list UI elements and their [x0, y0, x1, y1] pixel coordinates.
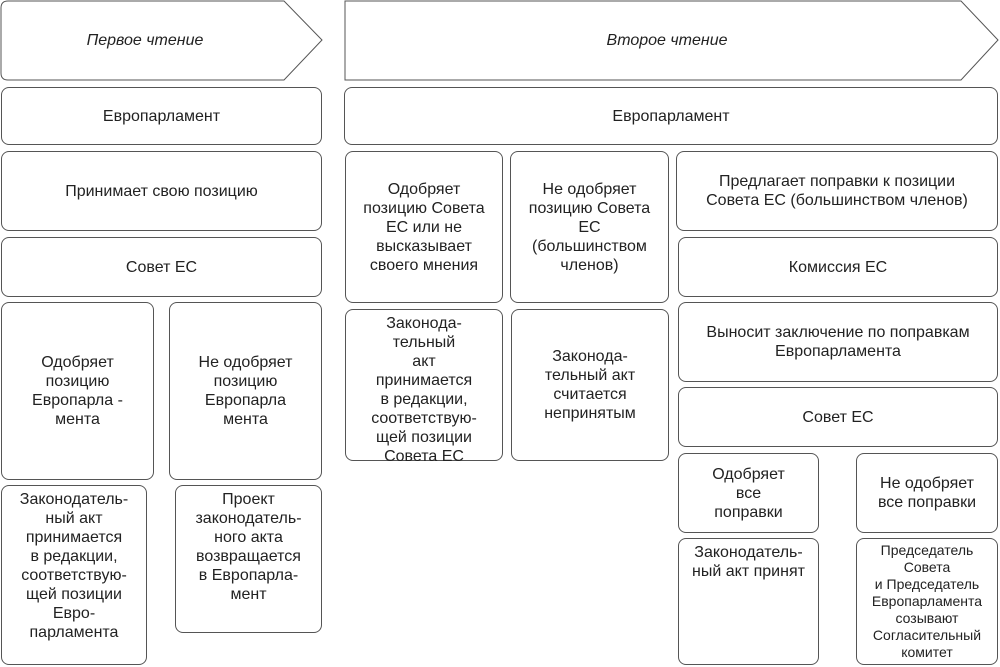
second-commission-box: Комиссия ЕС	[678, 237, 998, 297]
first-adopts-position-box: Принимает свою позицию	[1, 151, 322, 231]
stage-arrow-shape	[344, 0, 999, 81]
second-opinion-box: Выносит заключение по поправкам Европарл…	[678, 302, 998, 382]
second-amendments-box: Предлагает поправки к позиции Совета ЕС …	[676, 151, 998, 231]
stage-arrow-shape	[0, 0, 323, 81]
second-conciliation-box: Председатель Совета и Председатель Европ…	[856, 538, 998, 665]
stage-second-reading: Второе чтение	[344, 0, 1000, 82]
second-rejects-all-box: Не одобряет все поправки	[856, 453, 998, 533]
second-parliament-box: Европарламент	[344, 87, 998, 145]
stage-first-reading: Первое чтение	[0, 0, 324, 82]
second-approves-all-box: Одобряет все поправки	[678, 453, 819, 533]
second-approves-council-box: Одобряет позицию Совета ЕС или не высказ…	[345, 151, 503, 303]
second-act-council-version-box: Законода- тельный акт принимается в реда…	[345, 309, 503, 465]
second-act-rejected-box: Законода- тельный акт считается непринят…	[511, 309, 669, 461]
first-draft-returned-box: Проект законодатель- ного акта возвращае…	[175, 485, 322, 633]
first-act-adopted-box: Законодатель- ный акт принимается в реда…	[1, 485, 147, 665]
first-council-approves-box: Одобряет позицию Европарла - мента	[1, 302, 154, 480]
stage-second-label: Второе чтение	[606, 32, 728, 49]
first-council-rejects-box: Не одобряет позицию Европарла мента	[169, 302, 322, 480]
second-rejects-council-box: Не одобряет позицию Совета ЕС (большинст…	[510, 151, 669, 303]
stage-first-label: Первое чтение	[86, 32, 204, 49]
second-council-box: Совет ЕС	[678, 387, 998, 447]
second-act-adopted-box: Законодатель- ный акт принят	[678, 538, 819, 665]
first-council-box: Совет ЕС	[1, 237, 322, 297]
first-parliament-box: Европарламент	[1, 87, 322, 145]
